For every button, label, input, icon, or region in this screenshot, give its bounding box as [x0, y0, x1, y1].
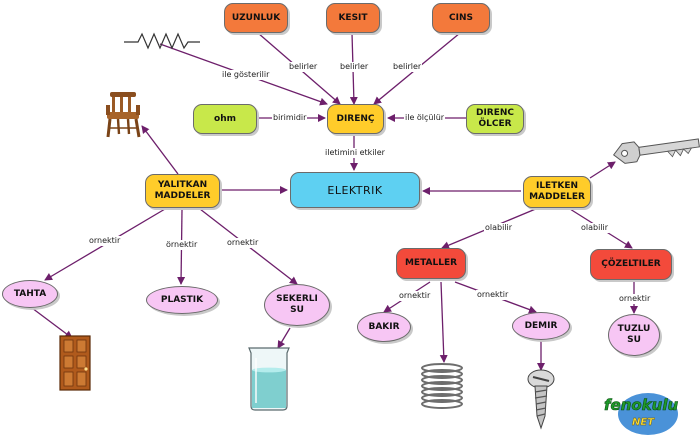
- node-yalitkan-maddeler: YALITKAN MADDELER: [145, 174, 220, 208]
- node-cins: CINS: [432, 3, 490, 33]
- edge-label-ornektir-demir: ornektir: [476, 290, 510, 300]
- node-elektrik: ELEKTRIK: [290, 172, 420, 208]
- edge-metaller-spring: [439, 281, 448, 363]
- edge-label-birimidir: birimidir: [272, 113, 308, 123]
- edge-yalitkan-chair: [141, 125, 179, 175]
- logo-main-text: fenokulu: [604, 396, 679, 415]
- node-ohm: ohm: [193, 104, 257, 134]
- edge-label-belirler-cins: belirler: [392, 62, 423, 72]
- node-plastik: PLASTIK: [146, 286, 218, 314]
- edge-label-ornektir-plastik: örnektir: [165, 240, 199, 250]
- beaker-icon: [248, 347, 290, 411]
- node-iletken-maddeler: ILETKEN MADDELER: [523, 176, 591, 208]
- edge-label-ile-olculur: ile ölçülür: [404, 113, 446, 123]
- node-bakir: BAKIR: [357, 312, 411, 342]
- node-metaller: METALLER: [396, 248, 466, 279]
- logo-globe: [618, 393, 678, 435]
- node-cozeltiler: ÇÖZELTILER: [590, 249, 672, 280]
- node-uzunluk: UZUNLUK: [224, 3, 288, 33]
- node-direnc: DIRENÇ: [327, 104, 384, 134]
- node-tuzlu-su: TUZLU SU: [608, 314, 660, 356]
- node-tahta: TAHTA: [2, 280, 58, 308]
- edge-label-olabilir-cozeltiler: olabilir: [580, 223, 610, 233]
- node-sekerli-su: SEKERLI SU: [264, 284, 330, 326]
- edge-seker-beaker: [277, 327, 291, 349]
- edge-tahta-door: [31, 307, 73, 339]
- resistor-symbol-icon: [124, 32, 200, 50]
- node-kesit: KESIT: [326, 3, 380, 33]
- chair-icon: [106, 92, 141, 138]
- node-direnc-olcer: DIRENC ÖLCER: [466, 104, 524, 134]
- door-icon: [59, 335, 91, 391]
- screw-icon: [527, 369, 555, 430]
- edge-label-olabilir-metaller: olabilir: [484, 223, 514, 233]
- edge-iletken-key: [589, 161, 616, 179]
- node-demir: DEMIR: [512, 312, 570, 340]
- edge-label-iletimini-etkiler: iletimini etkiler: [324, 148, 386, 158]
- edge-label-ornektir-seker: ornektir: [226, 238, 260, 248]
- logo-sub-text: NET: [632, 417, 655, 428]
- edge-label-belirler-uzunluk: belirler: [288, 62, 319, 72]
- edge-label-ornektir-bakir: ornektir: [398, 291, 432, 301]
- edge-label-ornektir-tuzlu: ornektir: [618, 294, 652, 304]
- edge-label-belirler-kesit: belirler: [339, 62, 370, 72]
- edge-label-ornektir-tahta: ornektir: [88, 236, 122, 246]
- edge-label-ile-gosterilir: ile gösterilir: [221, 70, 271, 80]
- key-icon: [612, 138, 700, 164]
- spring-icon: [421, 363, 463, 409]
